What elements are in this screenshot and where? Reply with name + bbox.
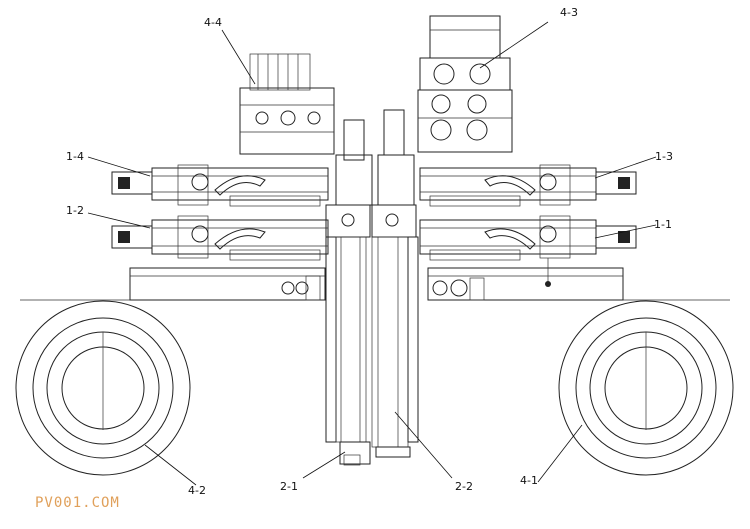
roller-module-1-1 <box>419 215 637 287</box>
leader-lines <box>87 21 657 486</box>
callout-1-1: 1-1 <box>654 218 672 231</box>
column-2-1 <box>325 119 373 466</box>
callout-4-3: 4-3 <box>560 6 578 19</box>
callout-1-2: 1-2 <box>66 204 84 217</box>
roller-module-1-4 <box>111 164 329 207</box>
reel-right <box>558 299 734 476</box>
callout-4-4: 4-4 <box>204 16 222 29</box>
reel-left <box>15 299 191 476</box>
column-2-2 <box>371 109 419 458</box>
callout-4-2: 4-2 <box>188 484 206 497</box>
module-4-3 <box>417 15 513 153</box>
base-rail-right <box>427 267 624 301</box>
base-rail-left <box>129 267 326 301</box>
roller-module-1-3 <box>419 164 637 207</box>
watermark: PV001.COM <box>35 495 120 511</box>
callout-2-1: 2-1 <box>280 480 298 493</box>
callout-1-3: 1-3 <box>655 150 673 163</box>
callout-2-2: 2-2 <box>455 480 473 493</box>
module-4-4 <box>239 53 335 155</box>
roller-module-1-2 <box>111 215 329 261</box>
callout-4-1: 4-1 <box>520 474 538 487</box>
callout-1-4: 1-4 <box>66 150 84 163</box>
